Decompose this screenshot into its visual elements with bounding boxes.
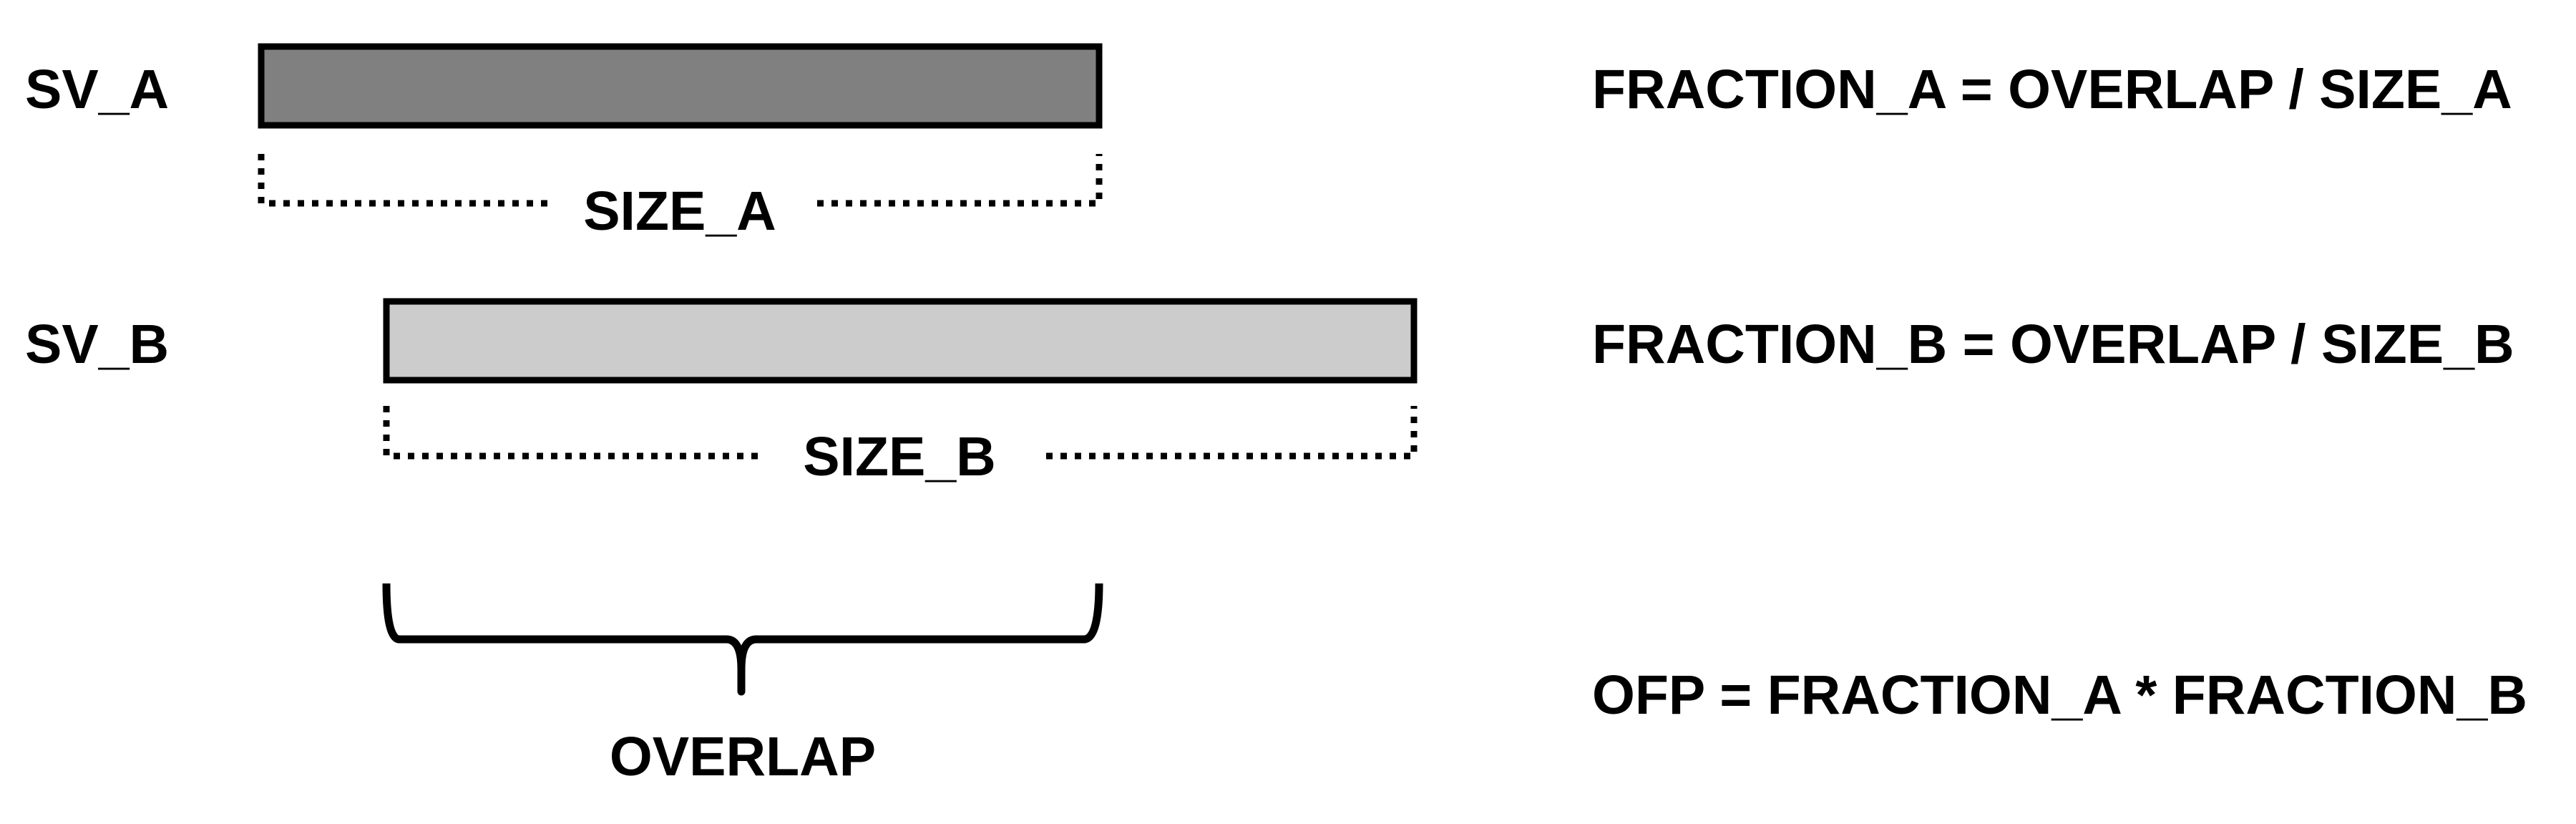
sv-a-bar [258,43,1103,129]
overlap-label: OVERLAP [610,726,876,787]
size-b-label: SIZE_B [803,426,996,488]
fraction-b-equation: FRACTION_B = OVERLAP / SIZE_B [1592,314,2514,375]
ofp-equation: OFP = FRACTION_A * FRACTION_B [1592,664,2527,726]
overlap-brace [382,583,1103,696]
sv-b-bar [383,298,1418,384]
sv-b-label: SV_B [25,314,169,375]
fraction-a-equation: FRACTION_A = OVERLAP / SIZE_A [1592,59,2512,120]
size-a-label: SIZE_A [583,180,776,242]
size-b-bracket [383,406,1418,460]
sv-a-label: SV_A [25,59,169,120]
size-a-bracket [258,154,1103,207]
